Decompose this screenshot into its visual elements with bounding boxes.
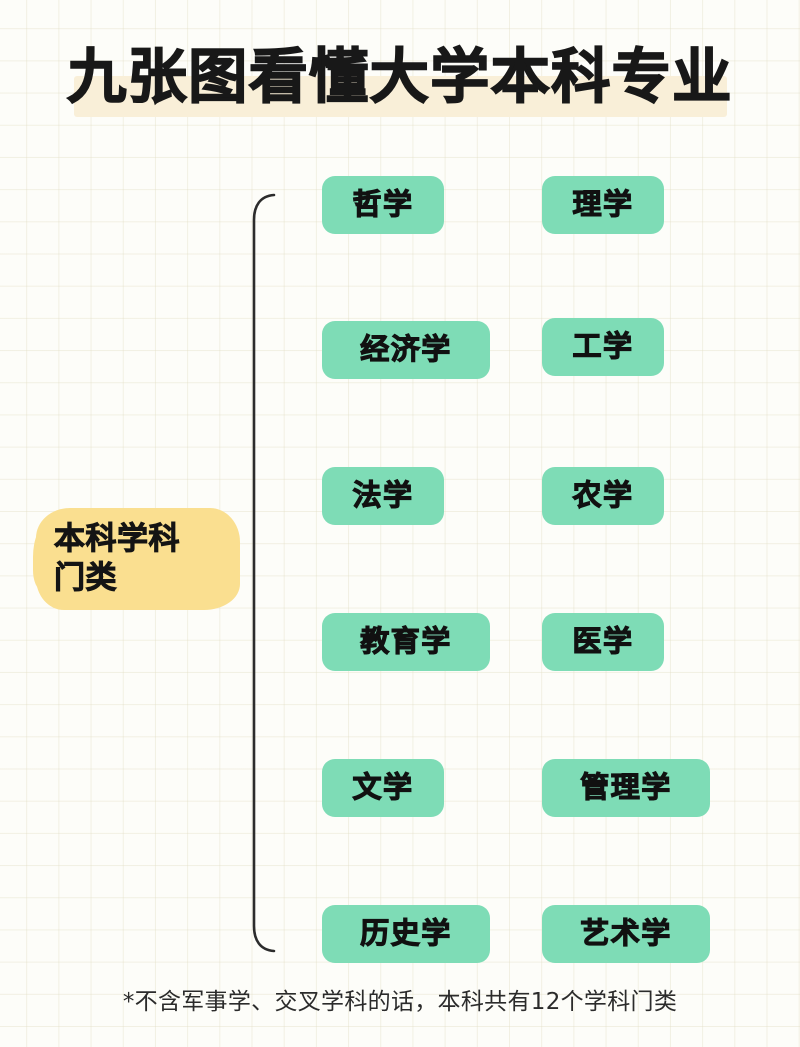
category-pill-label: 艺术学	[580, 915, 672, 950]
category-pill[interactable]: 医学	[542, 613, 664, 671]
category-pill-label: 哲学	[352, 186, 414, 221]
category-pill-label: 法学	[352, 477, 414, 512]
category-pill[interactable]: 教育学	[322, 613, 490, 671]
category-pill[interactable]: 艺术学	[542, 905, 710, 963]
category-pill-label: 历史学	[360, 915, 452, 950]
category-pill-label: 医学	[572, 623, 634, 658]
category-pill[interactable]: 经济学	[322, 321, 490, 379]
curly-bracket-icon	[252, 193, 276, 953]
category-pill-label: 农学	[572, 477, 634, 512]
category-pill[interactable]: 管理学	[542, 759, 710, 817]
category-pill[interactable]: 历史学	[322, 905, 490, 963]
left-category-label: 本科学科门类	[33, 508, 240, 610]
yellow-blob-shape	[33, 508, 240, 610]
left-category-label-text: 本科学科门类	[54, 521, 180, 597]
category-pill-label: 教育学	[360, 623, 452, 658]
category-pill-label: 文学	[352, 769, 414, 804]
category-pill-label: 经济学	[360, 331, 452, 366]
category-pill[interactable]: 文学	[322, 759, 444, 817]
category-pill[interactable]: 农学	[542, 467, 664, 525]
category-pill[interactable]: 工学	[542, 318, 664, 376]
category-pill[interactable]: 哲学	[322, 176, 444, 234]
title-highlight-band	[74, 76, 727, 117]
category-pill-label: 理学	[572, 186, 634, 221]
page-title-group: 九张图看懂大学本科专业	[0, 38, 800, 118]
footnote-text: *不含军事学、交叉学科的话，本科共有12个学科门类	[122, 989, 678, 1015]
category-pill-label: 管理学	[580, 769, 672, 804]
page-title: 九张图看懂大学本科专业	[66, 41, 733, 112]
category-pill-label: 工学	[572, 328, 634, 363]
category-pill[interactable]: 法学	[322, 467, 444, 525]
category-pill[interactable]: 理学	[542, 176, 664, 234]
